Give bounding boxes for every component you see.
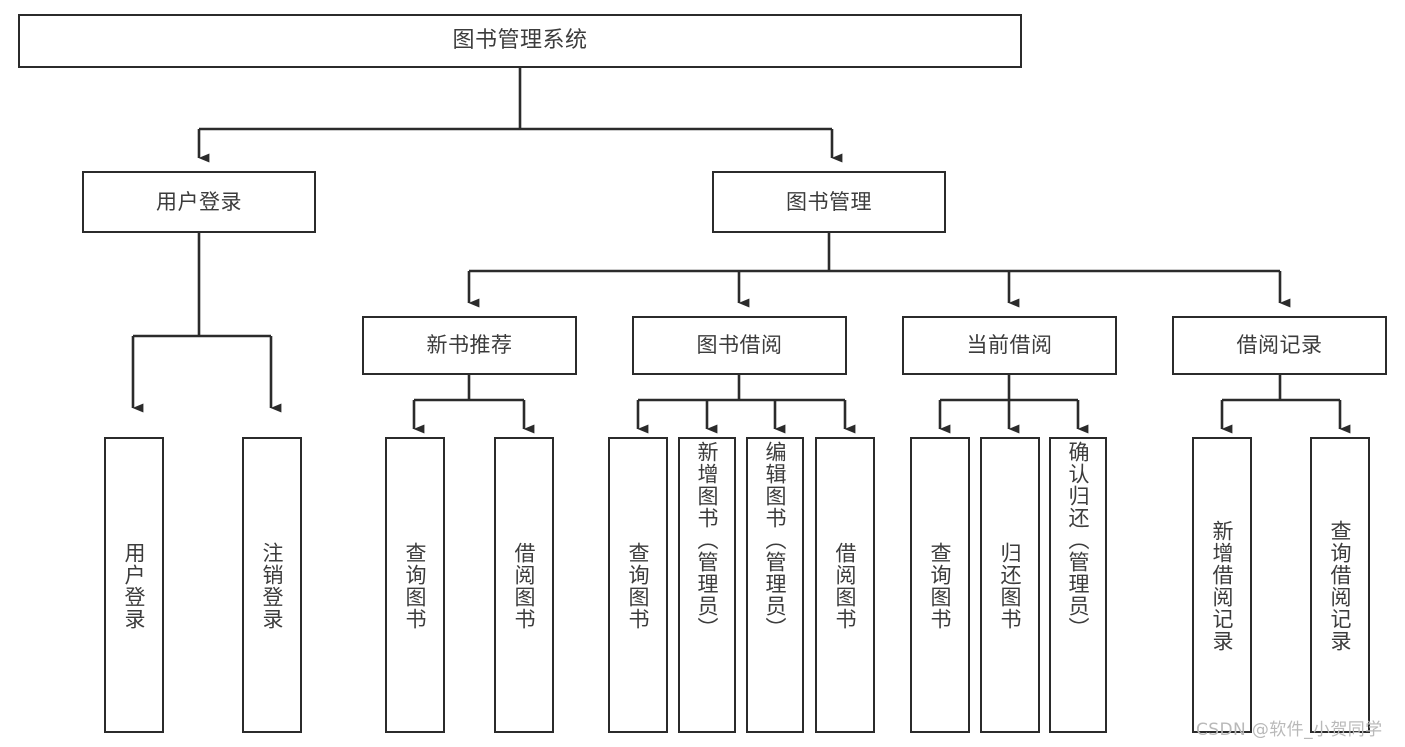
node-leaf-add-borrow-record[interactable]: 新增借阅记录 bbox=[1192, 437, 1252, 733]
node-leaf-query-book-1-label: 查询图书 bbox=[403, 542, 428, 630]
node-leaf-confirm-return[interactable]: 确认归还（管理员） bbox=[1049, 437, 1107, 733]
node-leaf-query-book-3[interactable]: 查询图书 bbox=[910, 437, 970, 733]
node-leaf-query-book-2-label: 查询图书 bbox=[626, 542, 651, 630]
node-leaf-borrow-book-1[interactable]: 借阅图书 bbox=[494, 437, 554, 733]
node-borrow-record[interactable]: 借阅记录 bbox=[1172, 316, 1387, 375]
node-current-borrow-label: 当前借阅 bbox=[966, 333, 1053, 358]
node-leaf-query-book-1[interactable]: 查询图书 bbox=[385, 437, 445, 733]
node-book-management-label: 图书管理 bbox=[786, 189, 872, 214]
node-current-borrow[interactable]: 当前借阅 bbox=[902, 316, 1117, 375]
node-leaf-query-borrow-record[interactable]: 查询借阅记录 bbox=[1310, 437, 1370, 733]
node-leaf-add-borrow-record-label: 新增借阅记录 bbox=[1210, 520, 1235, 652]
node-book-borrow-label: 图书借阅 bbox=[696, 333, 783, 358]
node-root[interactable]: 图书管理系统 bbox=[18, 14, 1022, 68]
node-leaf-borrow-book-2[interactable]: 借阅图书 bbox=[815, 437, 875, 733]
node-user-login[interactable]: 用户登录 bbox=[82, 171, 316, 233]
node-new-book-recommend-label: 新书推荐 bbox=[426, 333, 513, 358]
node-user-login-label: 用户登录 bbox=[156, 189, 242, 214]
node-leaf-edit-book-label: 编辑图书（管理员） bbox=[763, 441, 788, 639]
node-leaf-edit-book[interactable]: 编辑图书（管理员） bbox=[746, 437, 804, 733]
node-borrow-record-label: 借阅记录 bbox=[1236, 333, 1323, 358]
node-leaf-query-book-3-label: 查询图书 bbox=[928, 542, 953, 630]
node-leaf-return-book[interactable]: 归还图书 bbox=[980, 437, 1040, 733]
node-new-book-recommend[interactable]: 新书推荐 bbox=[362, 316, 577, 375]
node-book-management[interactable]: 图书管理 bbox=[712, 171, 946, 233]
node-book-borrow[interactable]: 图书借阅 bbox=[632, 316, 847, 375]
node-leaf-query-book-2[interactable]: 查询图书 bbox=[608, 437, 668, 733]
node-leaf-borrow-book-1-label: 借阅图书 bbox=[512, 542, 537, 630]
node-leaf-add-book-label: 新增图书（管理员） bbox=[695, 441, 720, 639]
node-leaf-add-book[interactable]: 新增图书（管理员） bbox=[678, 437, 736, 733]
node-leaf-logout-login-label: 注销登录 bbox=[260, 542, 285, 630]
node-leaf-borrow-book-2-label: 借阅图书 bbox=[833, 542, 858, 630]
node-leaf-user-login-label: 用户登录 bbox=[122, 542, 147, 630]
node-leaf-query-borrow-record-label: 查询借阅记录 bbox=[1328, 520, 1353, 652]
node-leaf-user-login[interactable]: 用户登录 bbox=[104, 437, 164, 733]
node-leaf-return-book-label: 归还图书 bbox=[998, 542, 1023, 630]
node-leaf-logout-login[interactable]: 注销登录 bbox=[242, 437, 302, 733]
node-leaf-confirm-return-label: 确认归还（管理员） bbox=[1066, 441, 1091, 639]
node-root-label: 图书管理系统 bbox=[452, 28, 588, 54]
